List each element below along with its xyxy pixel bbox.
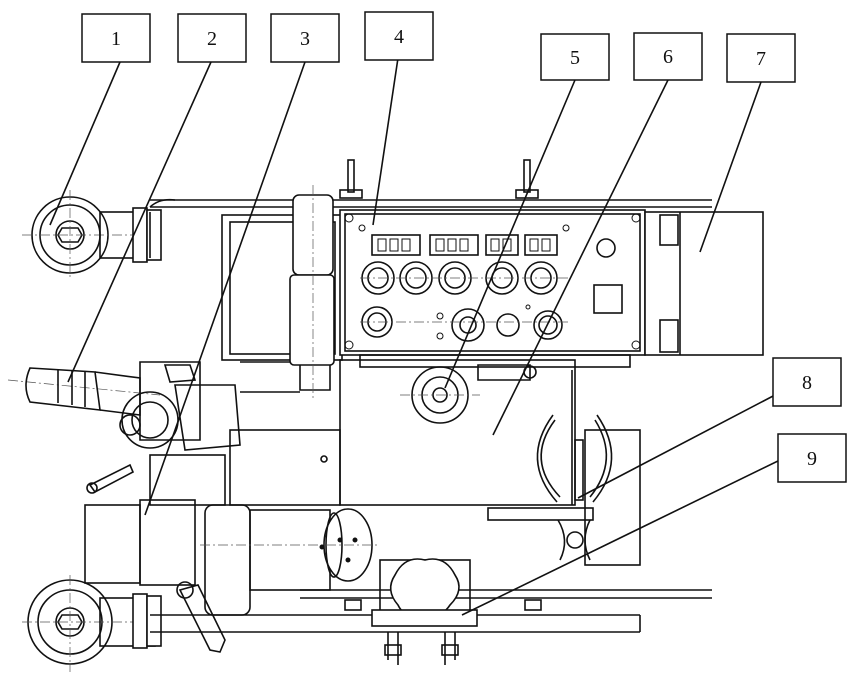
top-handles — [339, 159, 539, 199]
callout-9-label: 9 — [807, 448, 817, 470]
leader-2 — [67, 61, 212, 383]
callout-6-label: 6 — [663, 46, 673, 68]
leader-3 — [144, 61, 306, 516]
lower-roller — [22, 575, 162, 672]
callout-3-label: 3 — [300, 28, 310, 50]
callout-8: 8 — [772, 357, 842, 407]
callout-7-label: 7 — [756, 48, 766, 70]
upper-roller — [22, 190, 176, 280]
leader-1 — [49, 61, 121, 226]
callout-3: 3 — [270, 13, 340, 63]
callout-7: 7 — [726, 33, 796, 83]
callout-5: 5 — [540, 33, 610, 81]
heater-tube — [240, 185, 335, 400]
callout-1-label: 1 — [111, 28, 121, 50]
callout-8-label: 8 — [802, 372, 812, 394]
leader-5 — [444, 79, 576, 389]
callout-2-label: 2 — [207, 28, 217, 50]
callout-6: 6 — [633, 32, 703, 81]
lower-left-body — [84, 429, 341, 653]
welding-gun — [7, 361, 241, 451]
speed-knob — [359, 354, 631, 424]
leader-6 — [492, 79, 669, 436]
callout-9: 9 — [777, 433, 847, 483]
leader-4 — [372, 57, 399, 226]
callout-2: 2 — [177, 13, 247, 63]
leader-7 — [699, 81, 762, 253]
callout-4-label: 4 — [394, 26, 404, 48]
leader-9 — [461, 459, 781, 616]
callout-4: 4 — [364, 11, 434, 61]
bottom-clamp — [150, 558, 712, 665]
right-box — [644, 211, 764, 356]
leader-lines — [49, 57, 781, 616]
callout-1: 1 — [81, 13, 151, 63]
leader-8 — [577, 394, 776, 499]
callout-5-label: 5 — [570, 47, 580, 69]
motor — [200, 504, 380, 616]
control-panel — [339, 209, 646, 356]
support-arc — [487, 414, 641, 566]
